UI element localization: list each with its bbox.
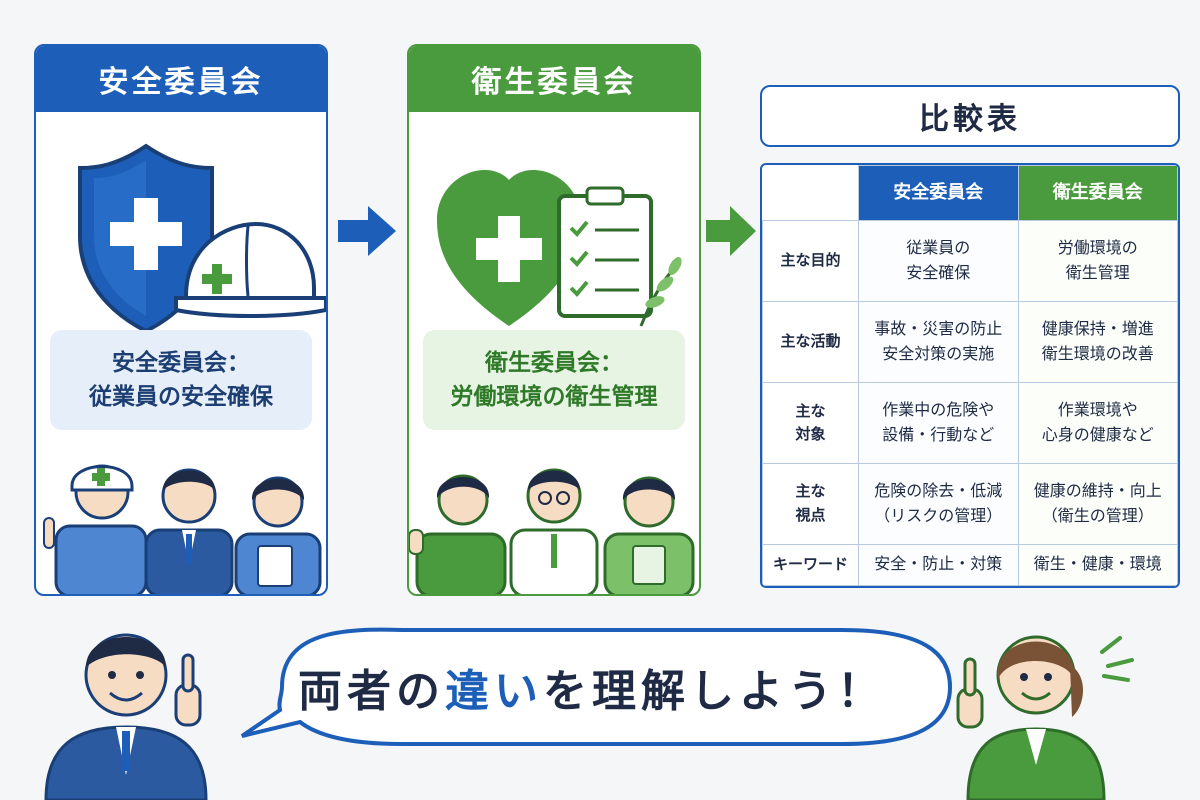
row-label: 主な視点 [762, 462, 859, 545]
safety-cell: 危険の除去・低減（リスクの管理） [858, 462, 1019, 545]
table-row: キーワード 安全・防止・対策 衛生・健康・環境 [762, 543, 1178, 586]
health-summary: 衛生委員会： 労働環境の衛生管理 [423, 330, 685, 430]
speech-bubble-icon [240, 627, 953, 746]
heart-clipboard-icon [437, 170, 682, 327]
safety-cell: 安全・防止・対策 [858, 543, 1019, 586]
table-corner [762, 165, 859, 221]
message-after: を理解しよう！ [543, 666, 886, 717]
shield-helmet-icon [78, 143, 326, 334]
table-row: 主な目的 従業員の安全確保 労働環境の衛生管理 [762, 220, 1178, 302]
row-label: 主な活動 [762, 300, 859, 383]
health-summary-line1: 衛生委員会： [485, 349, 623, 376]
health-cell: 衛生・健康・環境 [1017, 543, 1178, 586]
health-cell: 健康の維持・向上（衛生の管理） [1017, 462, 1178, 545]
health-cell: 健康保持・増進衛生環境の改善 [1017, 300, 1178, 383]
safety-committee-panel: 安全委員会 安全委員会： 従業員の安全確保 [34, 44, 328, 596]
flow-arrow-icon [706, 206, 756, 256]
health-staff-illustration [409, 468, 695, 594]
safety-cell: 作業中の危険や設備・行動など [858, 381, 1019, 464]
column-header-health: 衛生委員会 [1017, 165, 1178, 221]
row-label: キーワード [762, 543, 859, 586]
bottom-message: 両者の違いを理解しよう！ [222, 612, 962, 762]
health-cell: 労働環境の衛生管理 [1017, 220, 1178, 302]
table-row: 主な対象 作業中の危険や設備・行動など 作業環境や心身の健康など [762, 381, 1178, 464]
table-row: 主な活動 事故・災害の防止安全対策の実施 健康保持・増進衛生環境の改善 [762, 300, 1178, 383]
woman-pointing-icon [956, 635, 1106, 800]
businessman-pointing-icon [44, 633, 208, 800]
safety-cell: 事故・災害の防止安全対策の実施 [858, 300, 1019, 383]
safety-summary-line2: 従業員の安全確保 [89, 384, 273, 410]
emphasis-lines-icon [1100, 636, 1134, 682]
safety-summary: 安全委員会： 従業員の安全確保 [50, 330, 312, 430]
table-row: 主な視点 危険の除去・低減（リスクの管理） 健康の維持・向上（衛生の管理） [762, 462, 1178, 545]
row-label: 主な目的 [762, 220, 859, 302]
safety-cell: 従業員の安全確保 [858, 220, 1019, 302]
flow-arrow-icon [338, 206, 396, 256]
health-committee-panel: 衛生委員会 衛生委員会： 労働環境の衛生管理 [407, 44, 701, 596]
safety-summary-line1: 安全委員会： [112, 349, 250, 376]
health-cell: 作業環境や心身の健康など [1017, 381, 1178, 464]
health-panel-title: 衛生委員会 [409, 46, 699, 112]
message-highlight: 違い [445, 666, 543, 717]
safety-workers-illustration [43, 464, 322, 594]
safety-panel-title: 安全委員会 [36, 46, 326, 112]
row-label: 主な対象 [762, 381, 859, 464]
message-before: 両者の [298, 666, 445, 717]
column-header-safety: 安全委員会 [858, 165, 1019, 221]
comparison-title: 比較表 [760, 85, 1180, 147]
health-summary-line2: 労働環境の衛生管理 [450, 384, 658, 410]
comparison-table: 安全委員会 衛生委員会 主な目的 従業員の安全確保 労働環境の衛生管理 主な活動… [760, 163, 1180, 588]
